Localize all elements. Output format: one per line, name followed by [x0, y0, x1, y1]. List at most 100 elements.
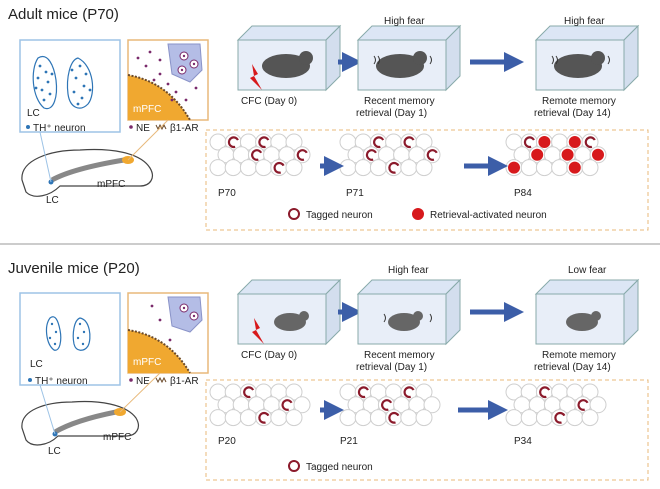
tagged-neuron [403, 136, 415, 149]
neuron-panel [205, 129, 649, 231]
cell-grid-1 [209, 133, 311, 177]
lc-nucleus-right [72, 317, 91, 351]
tagged-neuron [273, 161, 285, 174]
th-neuron-label: TH⁺ neuron [35, 376, 88, 387]
ne-label: NE [136, 376, 150, 387]
cell-grid-1 [209, 383, 311, 427]
stage3-line1: Remote memory [542, 96, 616, 107]
panel-title: Adult mice (P70) [8, 6, 119, 23]
tagged-neuron [296, 149, 308, 161]
tagged-neuron [523, 136, 535, 149]
cell [354, 159, 372, 177]
cell [224, 159, 242, 177]
cell [270, 409, 288, 427]
lc-connector [39, 384, 56, 435]
mpfc-cell [128, 75, 190, 120]
age-label-3: P34 [514, 436, 532, 447]
shock-icon [252, 318, 264, 344]
cell [535, 159, 553, 177]
cell [369, 409, 387, 427]
cell [415, 133, 433, 151]
cell [581, 409, 599, 427]
cell-grid-3 [505, 383, 607, 427]
cell [400, 409, 418, 427]
legend-tagged-label: Tagged neuron [306, 210, 373, 221]
tagged-neuron [403, 386, 415, 399]
legend-activated-icon [412, 208, 424, 220]
receptor-line [127, 74, 191, 121]
stage2-line1: Recent memory [364, 96, 435, 107]
cell [293, 396, 311, 414]
ne-legend-dot [129, 378, 133, 382]
ne-dots [136, 50, 198, 102]
stage3-fear: High fear [564, 16, 605, 27]
lc-label: LC [27, 108, 40, 119]
lc-projection [53, 409, 117, 435]
vesicles [177, 51, 199, 75]
cell [209, 159, 227, 177]
lc-label: LC [30, 359, 43, 370]
activated-neuron [508, 161, 520, 174]
mpfc-label: mPFC [133, 104, 161, 115]
cell [551, 159, 569, 177]
cell [255, 159, 273, 177]
cell [285, 409, 303, 427]
activated-neuron [568, 161, 581, 174]
mouse-icon [262, 54, 310, 78]
cell [285, 159, 303, 177]
stage2-line1: Recent memory [364, 350, 435, 361]
stage3-line1: Remote memory [542, 350, 616, 361]
cell [581, 383, 599, 401]
panel-title: Juvenile mice (P20) [8, 260, 140, 277]
tagged-neuron [357, 386, 369, 399]
cell [415, 383, 433, 401]
cell [285, 383, 303, 401]
stage2-line2: retrieval (Day 1) [356, 108, 427, 119]
tagged-neuron [258, 136, 270, 149]
cage-remote [534, 24, 640, 92]
tagged-neuron [251, 149, 263, 161]
lc-projection [50, 157, 125, 183]
tagged-neuron [243, 386, 255, 399]
receptor-line [127, 329, 191, 374]
tagged-neuron [584, 136, 596, 149]
cell [535, 409, 553, 427]
stage1-label: CFC (Day 0) [241, 350, 297, 361]
receptor-label: β1-AR [170, 123, 199, 134]
ne-legend-dot [129, 125, 133, 129]
legend-tagged-label: Tagged neuron [306, 462, 373, 473]
stage1-label: CFC (Day 0) [241, 96, 297, 107]
activated-neuron [592, 148, 604, 161]
brain-mpfc-label: mPFC [103, 432, 131, 443]
cell-grid-2 [339, 383, 441, 427]
cage-cfc [236, 278, 342, 346]
stage2-line2: retrieval (Day 1) [356, 362, 427, 373]
age-label-1: P20 [218, 436, 236, 447]
activated-neuron [531, 148, 544, 161]
tagged-neuron [426, 149, 438, 161]
legend-activated-label: Retrieval-activated neuron [430, 210, 547, 221]
lc-connector [39, 131, 52, 183]
stage3-line2: retrieval (Day 14) [534, 108, 611, 119]
cage-recent [356, 24, 462, 92]
age-label-2: P21 [340, 436, 358, 447]
ne-label: NE [136, 123, 150, 134]
cell [354, 409, 372, 427]
th-neuron-dots [48, 322, 86, 346]
th-neuron-label: TH⁺ neuron [33, 123, 86, 134]
stage2-fear: High fear [384, 16, 425, 27]
cell [209, 409, 227, 427]
mpfc-connector [119, 372, 161, 413]
activated-neuron [568, 136, 581, 148]
mpfc-label: mPFC [133, 357, 161, 368]
shock-icon [250, 64, 262, 90]
cage-remote [534, 278, 640, 346]
cell [581, 159, 599, 177]
tagged-neuron [388, 161, 400, 174]
cell [239, 159, 257, 177]
tagged-neuron [577, 399, 589, 411]
cell [415, 409, 433, 427]
cell [339, 409, 357, 427]
